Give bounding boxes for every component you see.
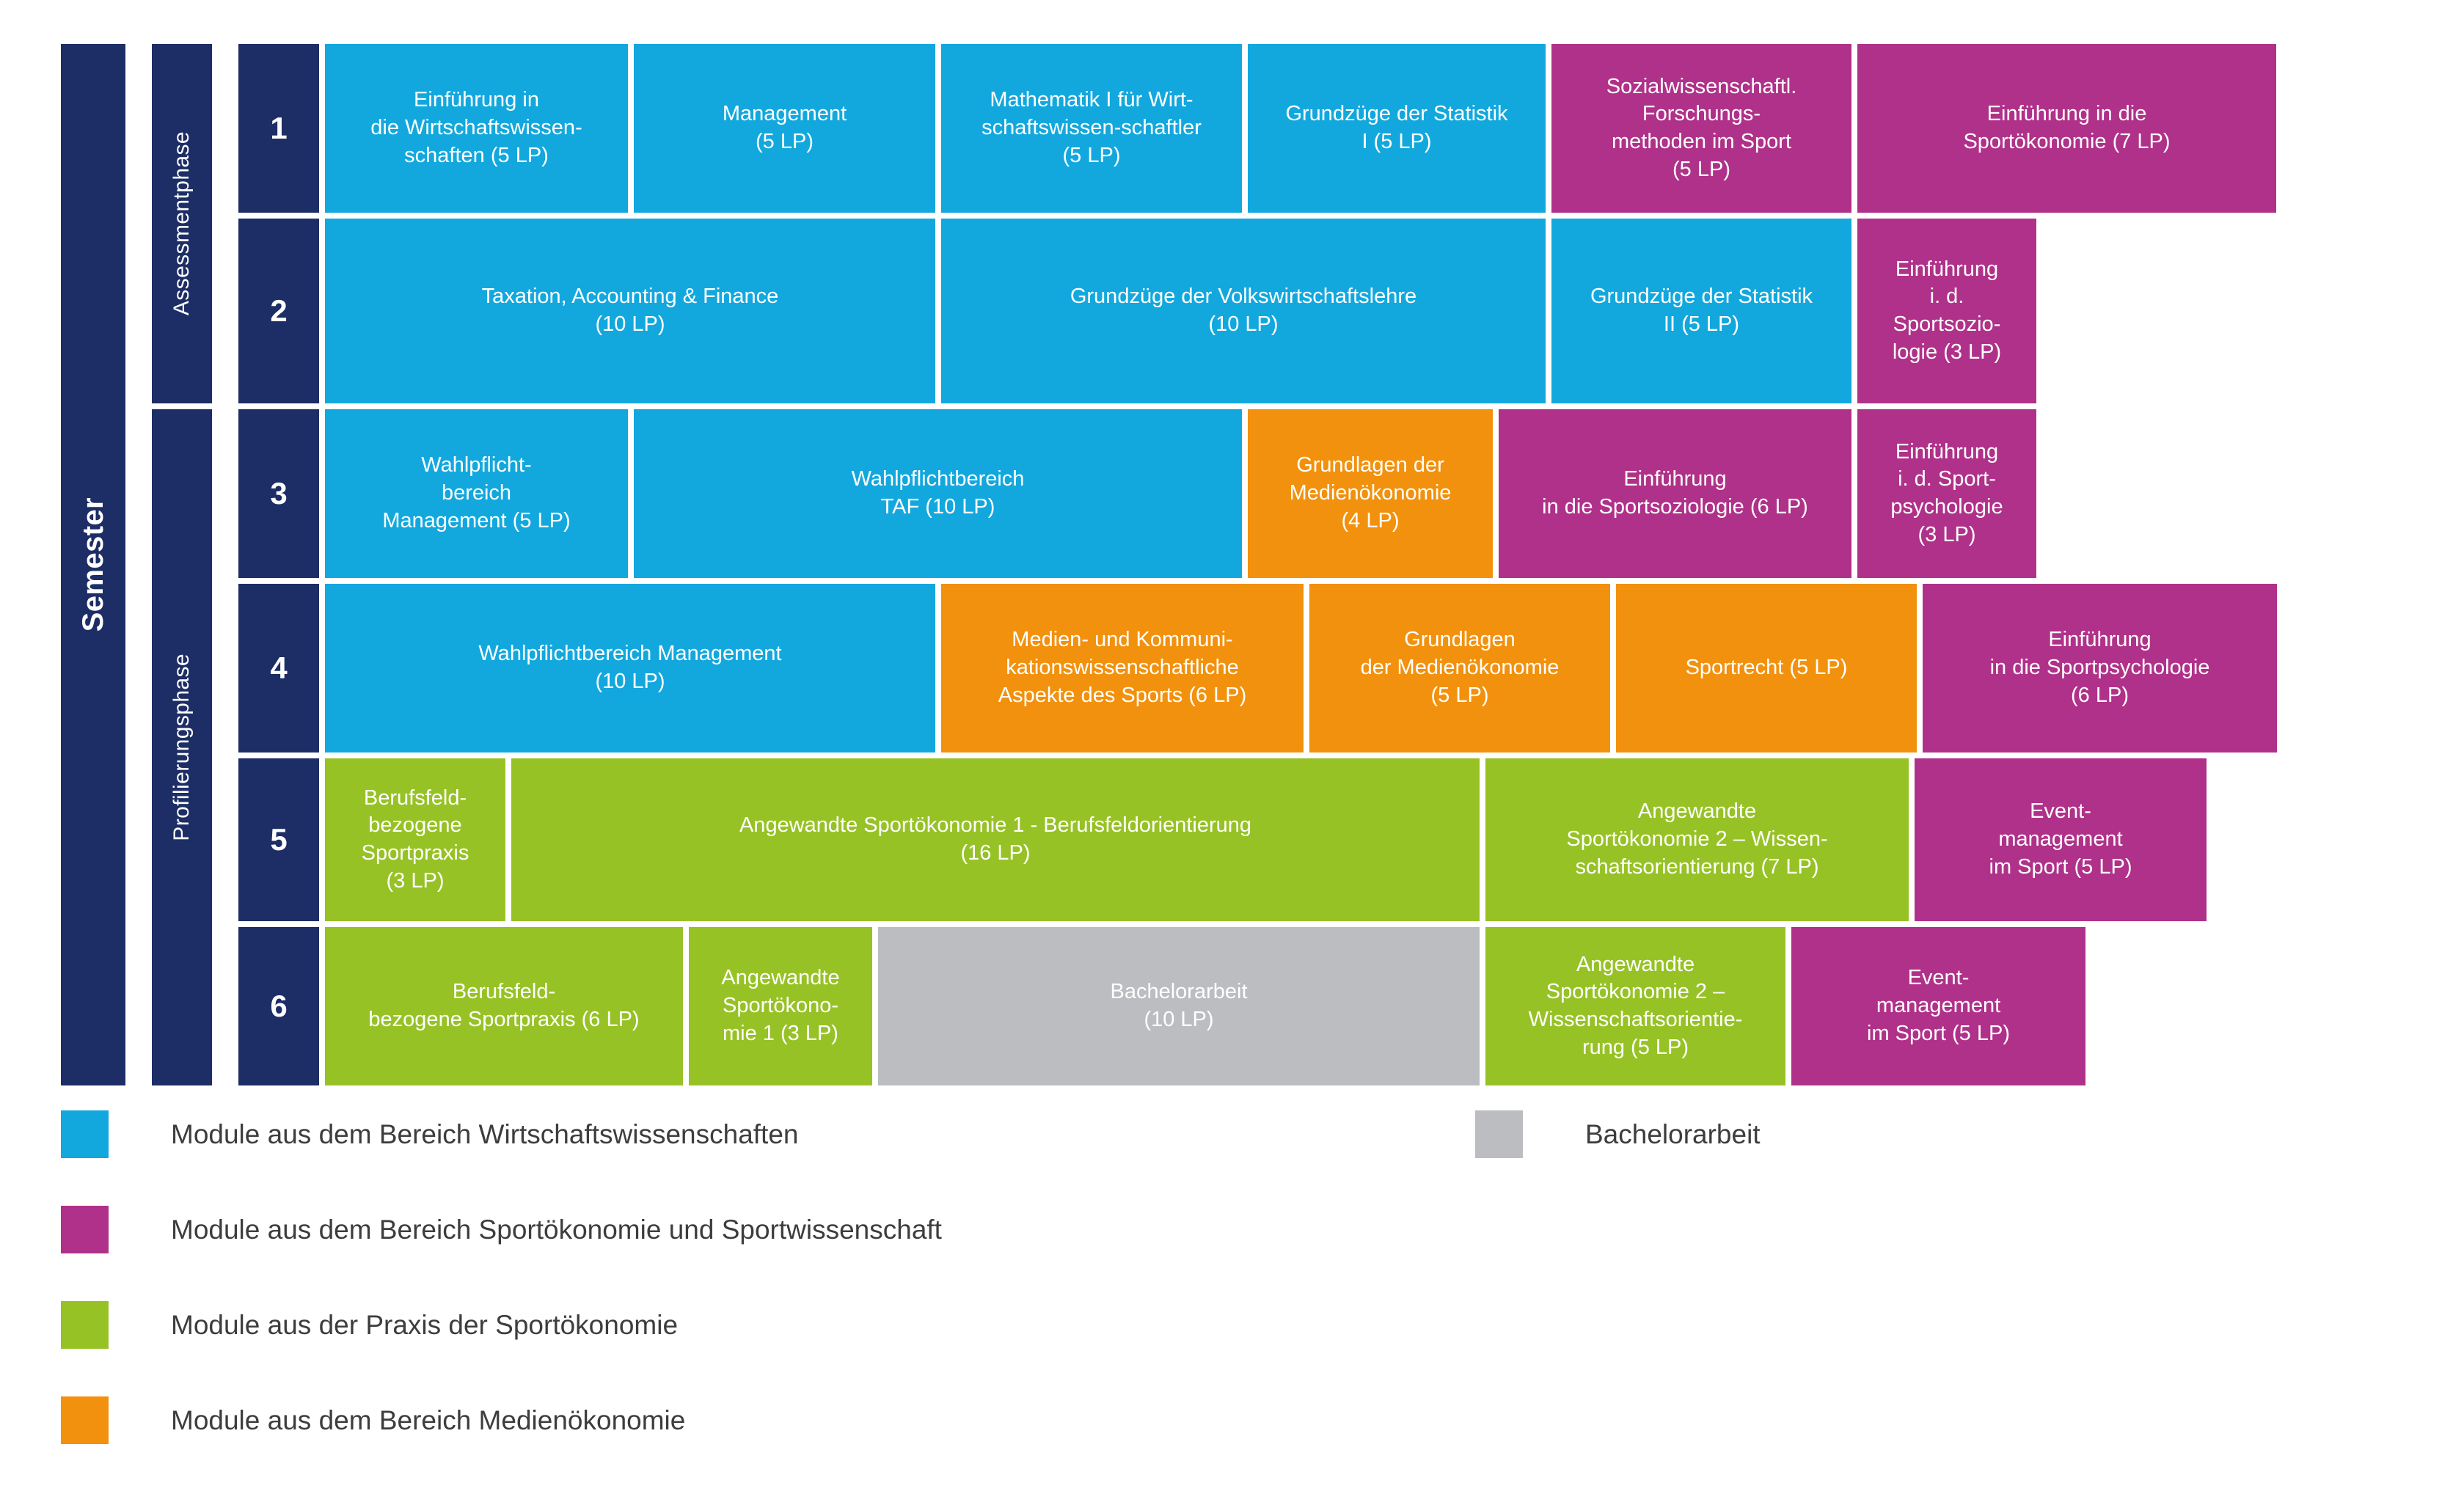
module-box[interactable]: Mathematik I für Wirt- schaftswissen-sch… bbox=[941, 44, 1242, 213]
legend-label: Module aus dem Bereich Medienökonomie bbox=[171, 1405, 686, 1435]
phase-rail-label-assessmentphase: Assessmentphase bbox=[169, 131, 194, 316]
module-label: Grundzüge der Statistik II (5 LP) bbox=[1590, 285, 1813, 336]
module-box[interactable]: Bachelorarbeit (10 LP) bbox=[878, 927, 1480, 1085]
module-label: Einführung in die Sportökonomie (7 LP) bbox=[1963, 102, 2171, 153]
semester-number-6-label: 6 bbox=[270, 989, 288, 1023]
module-box[interactable]: Event- management im Sport (5 LP) bbox=[1915, 758, 2207, 921]
module-label: Grundlagen der Medienökonomie (4 LP) bbox=[1289, 453, 1452, 532]
module-label: Grundlagen der Medienökonomie (5 LP) bbox=[1360, 628, 1560, 707]
semester-number-1: 1 bbox=[238, 44, 319, 213]
semester-number-2: 2 bbox=[238, 219, 319, 403]
legend-swatch-sportoekonomie bbox=[61, 1206, 109, 1253]
phase-rail-label-profilierungsphase: Profilierungsphase bbox=[169, 653, 194, 841]
module-box[interactable]: Einführung in die Sportpsychologie (6 LP… bbox=[1923, 584, 2277, 752]
module-box[interactable]: Grundzüge der Statistik I (5 LP) bbox=[1248, 44, 1546, 213]
semester-rail: Semester bbox=[61, 44, 125, 1085]
module-box[interactable]: Sportrecht (5 LP) bbox=[1616, 584, 1917, 752]
module-label: Bachelorarbeit (10 LP) bbox=[1110, 980, 1248, 1031]
module-box[interactable]: Grundzüge der Volkswirtschaftslehre (10 … bbox=[941, 219, 1546, 403]
legend-item-medienoekonomie: Module aus dem Bereich Medienökonomie bbox=[61, 1396, 685, 1444]
module-label: Angewandte Sportökonomie 1 - Berufsfeldo… bbox=[739, 813, 1252, 865]
module-box[interactable]: Einführung i. d. Sportsozio- logie (3 LP… bbox=[1857, 219, 2036, 403]
module-box[interactable]: Grundlagen der Medienökonomie (5 LP) bbox=[1309, 584, 1610, 752]
legend-item-sportoekonomie: Module aus dem Bereich Sportökonomie und… bbox=[61, 1206, 942, 1253]
semester-number-1-label: 1 bbox=[270, 111, 288, 145]
module-label: Grundzüge der Volkswirtschaftslehre (10 … bbox=[1070, 285, 1417, 336]
module-label: Einführung in die Sportpsychologie (6 LP… bbox=[1989, 628, 2210, 707]
module-label: Taxation, Accounting & Finance (10 LP) bbox=[481, 285, 779, 336]
legend-item-praxis: Module aus der Praxis der Sportökonomie bbox=[61, 1301, 678, 1349]
module-label: Angewandte Sportökono- mie 1 (3 LP) bbox=[721, 966, 840, 1045]
module-box[interactable]: Sozialwissenschaftl. Forschungs- methode… bbox=[1551, 44, 1851, 213]
module-box[interactable]: Taxation, Accounting & Finance (10 LP) bbox=[325, 219, 935, 403]
module-label: Wahlpflichtbereich TAF (10 LP) bbox=[851, 467, 1025, 519]
legend-label: Module aus der Praxis der Sportökonomie bbox=[171, 1309, 679, 1340]
module-box[interactable]: Einführung in die Wirtschaftswissen- sch… bbox=[325, 44, 628, 213]
legend-swatch-bachelorarbeit bbox=[1475, 1110, 1523, 1158]
semester-rail-label: Semester bbox=[76, 497, 109, 632]
semester-number-4-label: 4 bbox=[270, 651, 288, 685]
legend-label: Bachelorarbeit bbox=[1585, 1118, 1761, 1149]
module-box[interactable]: Grundlagen der Medienökonomie (4 LP) bbox=[1248, 409, 1493, 578]
module-label: Einführung i. d. Sport- psychologie (3 L… bbox=[1890, 439, 2003, 546]
semester-number-5-label: 5 bbox=[270, 822, 288, 857]
module-box[interactable]: Wahlpflichtbereich TAF (10 LP) bbox=[634, 409, 1242, 578]
module-label: Berufsfeld- bezogene Sportpraxis (6 LP) bbox=[368, 980, 640, 1031]
module-label: Einführung in die Sportsoziologie (6 LP) bbox=[1542, 467, 1808, 519]
phase-rail-assessmentphase: Assessmentphase bbox=[152, 44, 212, 403]
module-box[interactable]: Angewandte Sportökonomie 2 – Wissen- sch… bbox=[1485, 758, 1909, 921]
module-box[interactable]: Wahlpflicht- bereich Management (5 LP) bbox=[325, 409, 628, 578]
module-label: Angewandte Sportökonomie 2 – Wissenschaf… bbox=[1528, 952, 1743, 1059]
semester-number-3-label: 3 bbox=[270, 476, 288, 510]
module-box[interactable]: Event- management im Sport (5 LP) bbox=[1791, 927, 2085, 1085]
legend-label: Module aus dem Bereich Wirtschaftswissen… bbox=[171, 1118, 799, 1149]
module-box[interactable]: Medien- und Kommuni- kationswissenschaft… bbox=[941, 584, 1304, 752]
legend-label: Module aus dem Bereich Sportökonomie und… bbox=[171, 1214, 942, 1245]
module-box[interactable]: Grundzüge der Statistik II (5 LP) bbox=[1551, 219, 1851, 403]
module-box[interactable]: Wahlpflichtbereich Management (10 LP) bbox=[325, 584, 935, 752]
legend-item-bachelorarbeit: Bachelorarbeit bbox=[1475, 1110, 1761, 1158]
legend-item-wirtschaftswissenschaften: Module aus dem Bereich Wirtschaftswissen… bbox=[61, 1110, 798, 1158]
legend-swatch-praxis bbox=[61, 1301, 109, 1349]
module-box[interactable]: Angewandte Sportökonomie 2 – Wissenschaf… bbox=[1485, 927, 1785, 1085]
module-label: Angewandte Sportökonomie 2 – Wissen- sch… bbox=[1566, 799, 1828, 879]
semester-number-3: 3 bbox=[238, 409, 319, 578]
module-box[interactable]: Einführung in die Sportsoziologie (6 LP) bbox=[1499, 409, 1851, 578]
phase-rail-profilierungsphase: Profilierungsphase bbox=[152, 409, 212, 1085]
module-label: Einführung in die Wirtschaftswissen- sch… bbox=[370, 88, 582, 167]
semester-number-5: 5 bbox=[238, 758, 319, 921]
module-box[interactable]: Berufsfeld- bezogene Sportpraxis (3 LP) bbox=[325, 758, 505, 921]
module-label: Einführung i. d. Sportsozio- logie (3 LP… bbox=[1892, 257, 2002, 364]
module-box[interactable]: Berufsfeld- bezogene Sportpraxis (6 LP) bbox=[325, 927, 683, 1085]
module-label: Wahlpflichtbereich Management (10 LP) bbox=[478, 642, 782, 693]
module-label: Berufsfeld- bezogene Sportpraxis (3 LP) bbox=[361, 786, 469, 893]
legend-swatch-wirtschaftswissenschaften bbox=[61, 1110, 109, 1158]
module-box[interactable]: Einführung i. d. Sport- psychologie (3 L… bbox=[1857, 409, 2036, 578]
module-label: Sozialwissenschaftl. Forschungs- methode… bbox=[1606, 74, 1797, 181]
module-label: Event- management im Sport (5 LP) bbox=[1989, 799, 2132, 879]
module-label: Wahlpflicht- bereich Management (5 LP) bbox=[382, 453, 571, 532]
module-label: Management (5 LP) bbox=[722, 102, 847, 153]
module-label: Medien- und Kommuni- kationswissenschaft… bbox=[998, 628, 1247, 707]
legend-swatch-medienoekonomie bbox=[61, 1396, 109, 1444]
module-label: Event- management im Sport (5 LP) bbox=[1867, 966, 2010, 1045]
semester-number-4: 4 bbox=[238, 584, 319, 752]
module-box[interactable]: Einführung in die Sportökonomie (7 LP) bbox=[1857, 44, 2276, 213]
module-label: Mathematik I für Wirt- schaftswissen-sch… bbox=[981, 88, 1202, 167]
semester-number-6: 6 bbox=[238, 927, 319, 1085]
module-box[interactable]: Angewandte Sportökono- mie 1 (3 LP) bbox=[689, 927, 872, 1085]
module-label: Grundzüge der Statistik I (5 LP) bbox=[1285, 102, 1508, 153]
module-box[interactable]: Management (5 LP) bbox=[634, 44, 935, 213]
module-box[interactable]: Angewandte Sportökonomie 1 - Berufsfeldo… bbox=[511, 758, 1480, 921]
semester-number-2-label: 2 bbox=[270, 293, 288, 328]
module-label: Sportrecht (5 LP) bbox=[1685, 656, 1848, 680]
